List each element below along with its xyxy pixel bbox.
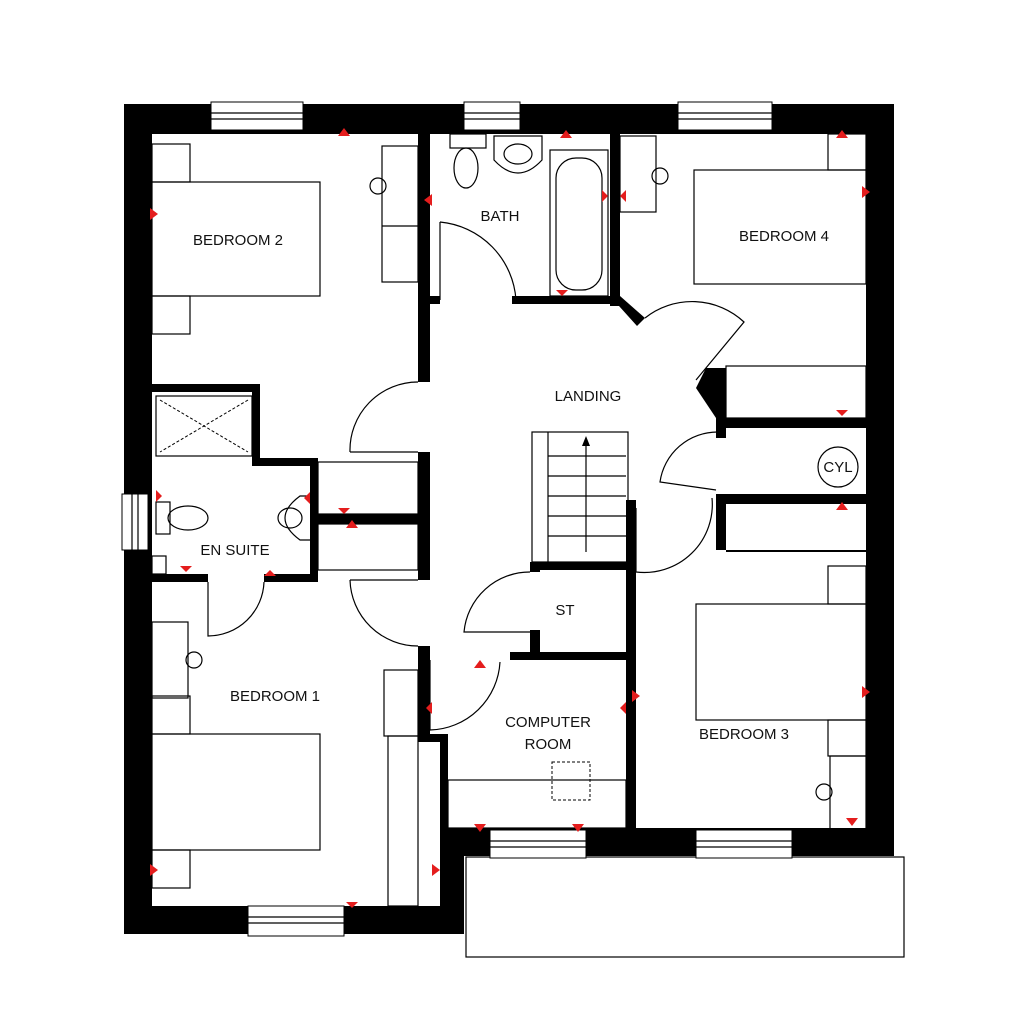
door-swings [207, 221, 745, 731]
en-suite-label: EN SUITE [200, 542, 269, 559]
st-label: ST [555, 602, 574, 619]
bath-label: BATH [481, 208, 520, 225]
terrace-outline [465, 856, 905, 958]
windows [121, 101, 793, 937]
computer-room-label-line2: ROOM [525, 736, 572, 753]
furniture [151, 133, 867, 907]
cyl-label: CYL [823, 459, 852, 476]
bedroom-2-label: BEDROOM 2 [193, 232, 283, 249]
computer-room-label-line1: COMPUTER [505, 714, 591, 731]
bedroom-3-label: BEDROOM 3 [699, 726, 789, 743]
bedroom-1-label: BEDROOM 1 [230, 688, 320, 705]
interior-walls [148, 130, 876, 836]
bedroom-4-label: BEDROOM 4 [739, 228, 829, 245]
landing-label: LANDING [555, 388, 622, 405]
cylinder-icon [817, 446, 859, 488]
socket-markers [150, 128, 870, 908]
